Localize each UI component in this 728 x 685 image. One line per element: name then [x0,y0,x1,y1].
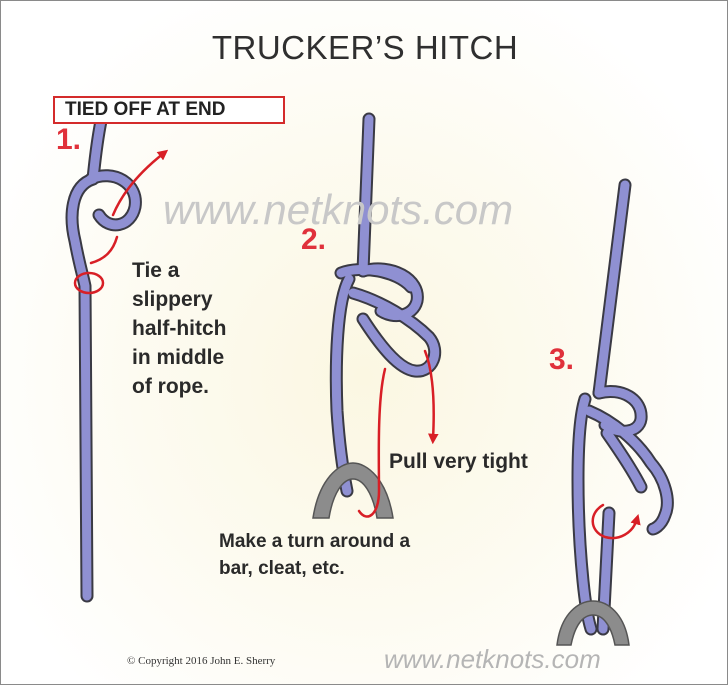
step-3-number: 3. [549,343,575,376]
caption-line: in middle [132,346,225,369]
step1-arrows [73,149,169,295]
step2-bar [312,462,394,519]
step-2-number: 2. [301,223,327,256]
step-2-caption: Pull very tight [389,447,528,476]
diagram-title: TRUCKER’S HITCH [211,29,519,66]
step3-arrow [591,503,641,540]
step2-arrows [357,349,439,518]
step2-rope [329,112,442,498]
caption-line: bar, cleat, etc. [219,558,345,579]
caption-line: Pull very tight [389,450,528,473]
caption-line: Make a turn around a [219,531,411,552]
watermark-large: www.netknots.com [163,186,514,233]
caption-line: of rope. [132,375,209,398]
step-1-caption: Tie a slippery half-hitch in middle of r… [132,256,227,401]
copyright-notice: © Copyright 2016 John E. Sherry [127,655,276,667]
caption-line: Tie a [132,259,180,282]
caption-line: half-hitch [132,317,227,340]
step-1-number: 1. [56,123,82,156]
step3-bar [556,600,630,646]
watermark-small: www.netknots.com [384,644,601,674]
step1-rope [65,114,142,603]
caption-line: slippery [132,288,213,311]
step3-rope [571,178,674,636]
tied-off-label: TIED OFF AT END [53,96,285,124]
turn-caption: Make a turn around a bar, cleat, etc. [219,528,410,582]
